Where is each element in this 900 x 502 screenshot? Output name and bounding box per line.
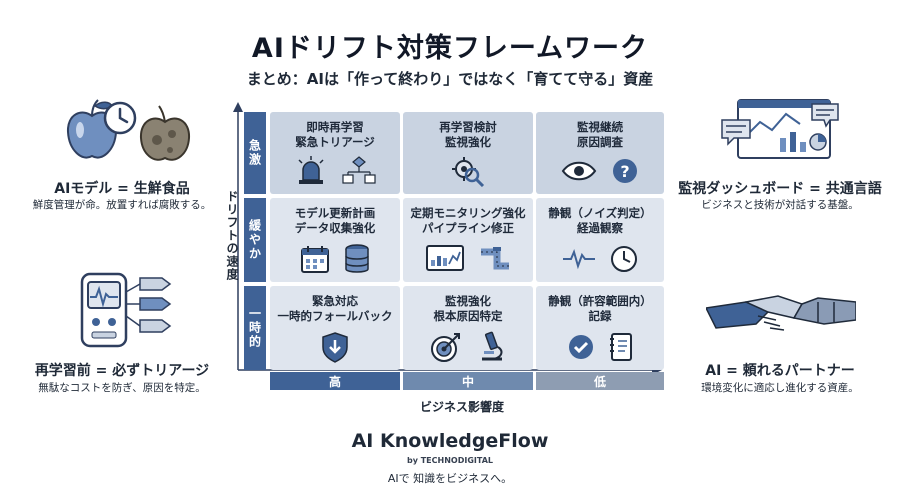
right-top-title: 監視ダッシュボード = 共通言語	[678, 181, 882, 197]
cell-gradual-high: モデル更新計画 データ収集強化	[270, 198, 400, 282]
flowchart-icon	[342, 156, 376, 184]
apple-clock-illustration	[62, 96, 192, 166]
row-label-temporary: 一時的	[244, 286, 266, 370]
brand-name: AI KnowledgeFlow	[351, 430, 549, 452]
cell-sudden-low: 監視継続 原因調査 ?	[536, 112, 664, 194]
calendar-icon	[301, 246, 329, 273]
cell-gradual-medium: 定期モニタリング強化 パイプライン修正	[403, 198, 533, 282]
cell-sudden-high: 即時再学習 緊急トリアージ	[270, 112, 400, 194]
dashboard-illustration	[720, 96, 840, 166]
cell-temporary-high: 緊急対応 一時的フォールバック	[270, 286, 400, 370]
handshake-illustration	[704, 272, 857, 352]
alarm-light-icon	[298, 156, 324, 184]
brand-tagline: AIで 知識をビジネスへ。	[387, 472, 513, 485]
svg-text:?: ?	[620, 162, 629, 181]
col-label-low: 低	[536, 372, 664, 390]
diagnostic-device-illustration	[78, 270, 178, 350]
row-label-gradual: 緩やか	[244, 198, 266, 282]
cell-gradual-low: 静観（ノイズ判定） 経過観察	[536, 198, 664, 282]
page-subtitle: まとめ：AIは「作って終わり」ではなく「育てて守る」資産	[246, 70, 654, 88]
cell-temporary-medium: 監視強化 根本原因特定	[403, 286, 533, 370]
right-bottom-desc: 環境変化に適応し進化する資産。	[701, 382, 859, 394]
cell-sudden-medium: 再学習検討 監視強化	[403, 112, 533, 194]
eye-icon	[561, 161, 597, 181]
col-label-medium: 中	[403, 372, 533, 390]
left-top-desc: 鮮度管理が命。放置すれば腐敗する。	[32, 199, 212, 211]
col-label-high: 高	[270, 372, 400, 390]
left-bottom-desc: 無駄なコストを防ぎ、原因を特定。	[38, 382, 206, 394]
y-axis-label: ドリフトの速度	[225, 190, 239, 281]
page-title: AIドリフト対策フレームワーク	[251, 33, 649, 64]
check-circle-icon	[569, 335, 593, 359]
left-bottom-title: 再学習前 = 必ずトリアージ	[34, 363, 210, 379]
right-bottom-title: AI = 頼れるパートナー	[705, 363, 855, 379]
shield-down-icon	[322, 332, 348, 363]
gear-magnifier-icon	[452, 157, 485, 187]
x-axis-label: ビジネス影響度	[420, 400, 505, 414]
right-top-desc: ビジネスと技術が対話する基盤。	[701, 199, 859, 211]
microscope-icon	[482, 331, 503, 361]
row-label-sudden: 急激	[244, 112, 266, 194]
database-icon	[345, 244, 369, 273]
cell-temporary-low: 静観（許容範囲内） 記録	[536, 286, 664, 370]
waveform-icon	[563, 249, 595, 270]
monitor-chart-icon	[426, 245, 464, 271]
pipe-icon	[481, 247, 509, 270]
target-icon	[431, 333, 460, 362]
clock-icon	[611, 246, 637, 272]
brand-by: by TECHNODIGITAL	[407, 456, 493, 465]
question-icon: ?	[613, 159, 637, 183]
notebook-icon	[610, 333, 632, 361]
left-top-title: AIモデル = 生鮮食品	[54, 181, 190, 197]
